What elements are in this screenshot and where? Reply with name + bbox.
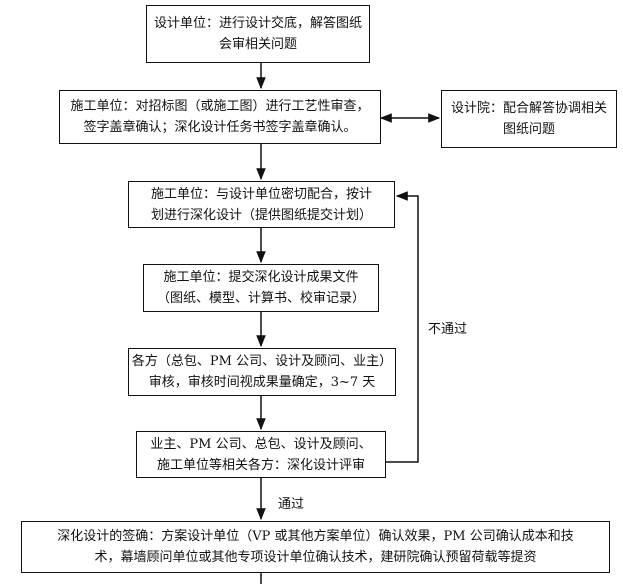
node-text: 深化设计的签确：方案设计单位（VP 或其他方案单位）确认效果，PM 公司确认成本… — [57, 529, 574, 544]
node-text: 施工单位：与设计单位密切配合，按计 — [150, 186, 372, 202]
node-text: （图纸、模型、计算书、校审记录） — [156, 291, 365, 306]
node-design-evaluation: 业主、PM 公司、总包、设计及顾问、 施工单位等相关各方：深化设计评审 — [136, 431, 386, 478]
arrow-fail-loop — [386, 191, 419, 463]
node-text: 业主、PM 公司、总包、设计及顾问、 — [150, 436, 372, 452]
node-text: 施工单位等相关各方：深化设计评审 — [156, 457, 365, 473]
node-design-institute: 设计院：配合解答协调相关 图纸问题 — [441, 90, 617, 148]
node-parties-review: 各方（总包、PM 公司、设计及顾问、业主） 审核，审核时间视成果量确定，3~7 … — [128, 348, 396, 396]
node-text: 设计单位：进行设计交底，解答图纸 — [153, 16, 362, 31]
node-text: 划进行深化设计（提供图纸提交计划） — [150, 207, 372, 223]
node-signoff: 深化设计的签确：方案设计单位（VP 或其他方案单位）确认效果，PM 公司确认成本… — [21, 521, 610, 573]
node-text: 会审相关问题 — [218, 37, 297, 52]
label-pass: 通过 — [278, 497, 305, 512]
node-submit-results: 施工单位：提交深化设计成果文件 （图纸、模型、计算书、校审记录） — [143, 264, 379, 312]
node-text: 各方（总包、PM 公司、设计及顾问、业主） — [131, 354, 393, 369]
node-text: 施工单位：提交深化设计成果文件 — [163, 270, 359, 285]
node-text: 设计院：配合解答协调相关 — [450, 101, 607, 116]
node-design-unit-briefing: 设计单位：进行设计交底，解答图纸 会审相关问题 — [146, 5, 370, 63]
node-text: 签字盖章确认；深化设计任务书签字盖章确认。 — [83, 120, 357, 135]
node-text: 图纸问题 — [502, 122, 555, 137]
label-fail: 不通过 — [428, 322, 468, 337]
node-text: 术，幕墙顾问单位或其他专项设计单位确认技术，建研院确认预留荷载等提资 — [94, 550, 537, 565]
node-deepening-design: 施工单位：与设计单位密切配合，按计 划进行深化设计（提供图纸提交计划） — [128, 181, 395, 228]
node-construction-review: 施工单位：对招标图（或施工图）进行工艺性审查， 签字盖章确认；深化设计任务书签字… — [59, 90, 381, 144]
node-text: 施工单位：对招标图（或施工图）进行工艺性审查， — [70, 99, 370, 114]
node-text: 审核，审核时间视成果量确定，3~7 天 — [148, 375, 376, 390]
